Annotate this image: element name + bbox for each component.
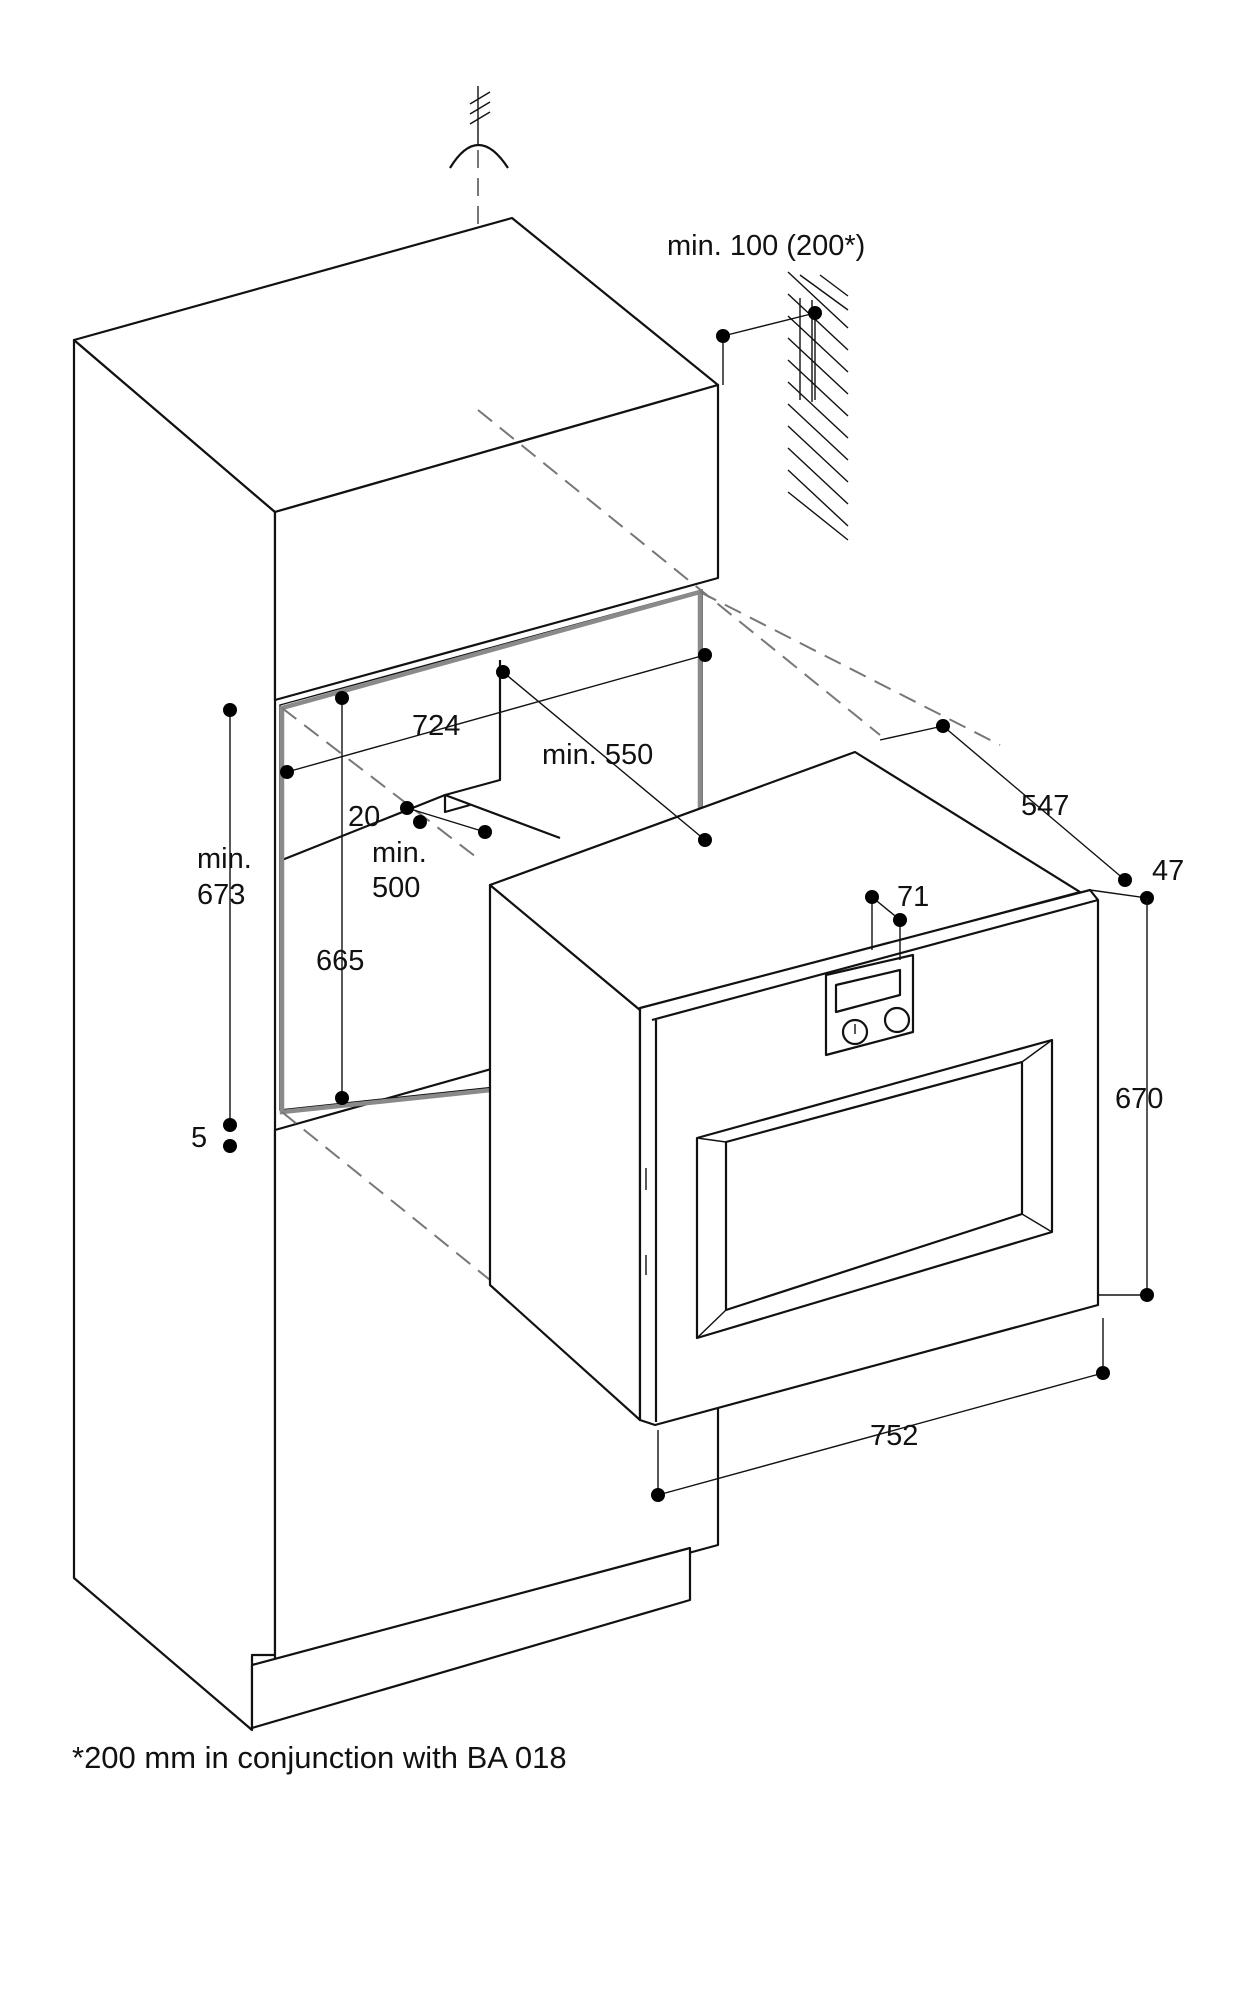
dim-dot (478, 825, 492, 839)
cabinet-upper-front (273, 383, 720, 702)
dim-dot (1118, 873, 1132, 887)
footnote: *200 mm in conjunction with BA 018 (72, 1740, 567, 1775)
knob-left-icon (841, 1018, 869, 1046)
display-icon (834, 968, 902, 1014)
dim-line-oven-width (657, 1318, 1104, 1496)
dim-dot (893, 913, 907, 927)
label-cutout-depth-1: min. (372, 837, 427, 869)
label-niche-width: 724 (412, 710, 460, 742)
label-oven-height: 670 (1115, 1083, 1163, 1115)
dim-line-top-clearance (722, 312, 816, 400)
cutout-step (443, 795, 471, 814)
label-inner-height: 665 (316, 945, 364, 977)
label-panel-offset: 71 (897, 881, 929, 913)
label-top-clearance: min. 100 (200*) (667, 230, 865, 262)
dim-line-oven-height (1098, 898, 1148, 1296)
dim-line-cutout (406, 807, 486, 833)
dim-dot (716, 329, 730, 343)
label-niche-depth: min. 550 (542, 739, 653, 771)
oven-window-bevels (696, 1039, 1053, 1339)
dim-dot (698, 833, 712, 847)
dim-dot (1096, 1366, 1110, 1380)
dim-dot (413, 815, 427, 829)
dim-dot (496, 665, 510, 679)
dim-dot (400, 801, 414, 815)
cabinet-side-panel (72, 338, 277, 1732)
ventilation-symbol-top (449, 86, 509, 169)
dim-dot (1140, 1288, 1154, 1302)
dim-dot (335, 1091, 349, 1105)
dim-dot (808, 306, 822, 320)
dim-line-niche-width (286, 654, 706, 773)
label-cutout-offset: 20 (348, 801, 380, 833)
label-oven-width: 752 (870, 1420, 918, 1452)
control-panel (824, 953, 915, 1057)
dim-dot (698, 648, 712, 662)
hidden-line-bottom (281, 1111, 491, 1281)
dim-dot (223, 703, 237, 717)
hidden-line-left (281, 707, 481, 861)
dim-dot (335, 691, 349, 705)
label-front-thickness: 47 (1152, 855, 1184, 887)
dim-dot (651, 1488, 665, 1502)
label-niche-height-2: 673 (197, 879, 245, 911)
dim-line-niche-depth (502, 671, 706, 841)
hidden-line-right (699, 591, 1001, 746)
knob-right-icon (883, 1006, 911, 1034)
niche-back-edge (444, 660, 502, 797)
cabinet-plinth (250, 1546, 692, 1730)
dim-line-front-thickness (1089, 889, 1148, 899)
label-cutout-depth-2: 500 (372, 872, 420, 904)
label-niche-height-1: min. (197, 843, 252, 875)
label-oven-depth: 547 (1021, 790, 1069, 822)
dim-dot (936, 719, 950, 733)
label-base-gap: 5 (191, 1122, 207, 1154)
dim-dot (280, 765, 294, 779)
dim-dot (865, 890, 879, 904)
oven-front-top-edge (651, 898, 1099, 1022)
dim-dot (223, 1118, 237, 1132)
hidden-line-top (477, 409, 881, 736)
dim-line-oven-depth (879, 725, 1126, 881)
dim-dot (223, 1139, 237, 1153)
